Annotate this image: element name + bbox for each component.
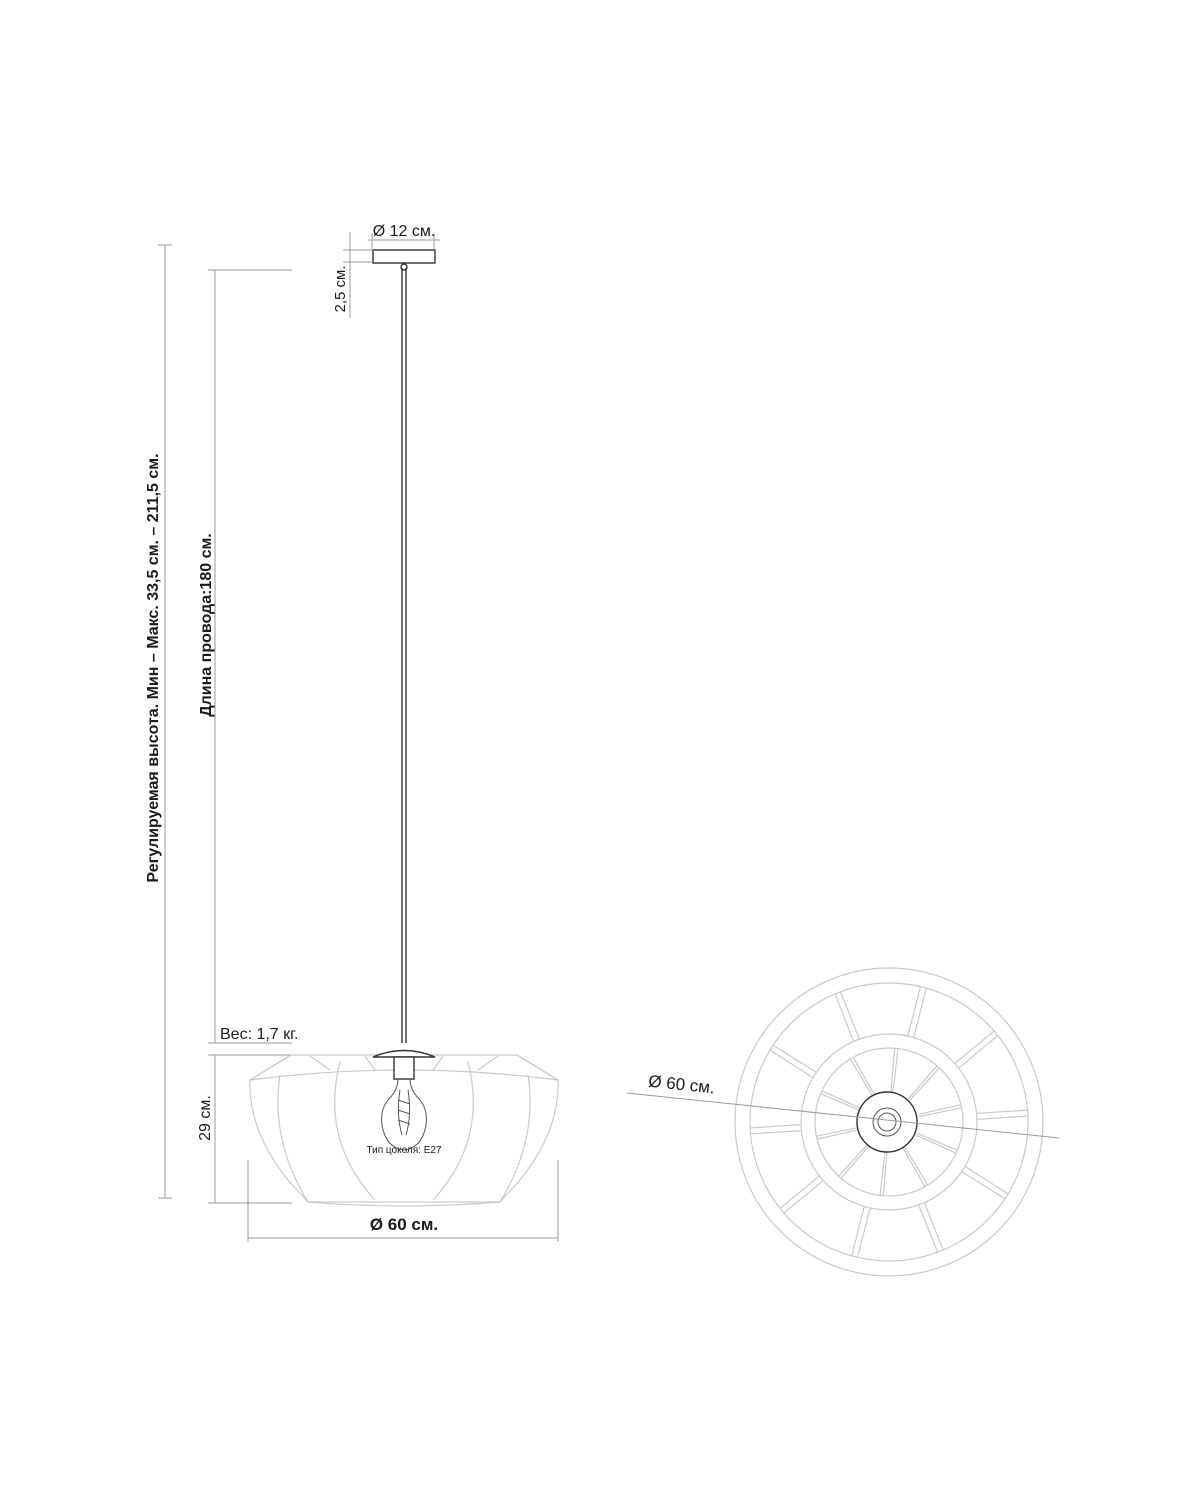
socket-type-label: Тип цоколя: E27 (366, 1145, 441, 1156)
inner-rib-1 (907, 1065, 940, 1101)
shade-diameter-label-top: Ø 60 см. (648, 1072, 716, 1098)
shade-diameter-label-side: Ø 60 см. (370, 1215, 438, 1234)
inner-rib-0 (890, 1048, 899, 1093)
inner-rib-7 (816, 1126, 861, 1140)
shade-height-label: 29 см. (197, 1095, 214, 1141)
inner-rib-2 (917, 1104, 962, 1118)
outer-rib-2 (976, 1109, 1028, 1121)
outer-rib-1 (954, 1030, 999, 1069)
canopy-height-dimension: 2,5 см. (332, 232, 372, 318)
outer-rib-8 (769, 1044, 817, 1079)
inner-rib-3 (915, 1132, 958, 1154)
cord-length-dimension: Длина провода:180 см. (198, 269, 292, 1044)
shade-diameter-dimension-side: Ø 60 см. (247, 1160, 559, 1242)
overall-height-dimension: Регулируемая высота. Мин – Макс. 33,5 см… (145, 244, 172, 1199)
shade-height-dimension: 29 см. (197, 1054, 292, 1204)
lamp-shade-top-view (734, 967, 1044, 1277)
inner-rib-5 (879, 1151, 888, 1196)
power-cord (401, 268, 407, 1043)
outer-rib-4 (918, 1202, 944, 1253)
outer-rib-7 (750, 1123, 802, 1135)
outer-rib-5 (851, 1206, 871, 1258)
outer-rib-6 (779, 1175, 824, 1214)
inner-rib-9 (849, 1057, 876, 1097)
inner-rib-4 (902, 1147, 929, 1187)
lamp-holder-and-bulb (372, 1049, 436, 1151)
outer-rib-9 (834, 991, 860, 1042)
weight-label: Вес: 1,7 кг. (220, 1026, 298, 1043)
cord-length-label: Длина провода:180 см. (198, 533, 215, 717)
adjustable-height-label: Регулируемая высота. Мин – Макс. 33,5 см… (145, 453, 162, 882)
canopy-height-label: 2,5 см. (332, 266, 349, 313)
outer-rib-0 (907, 986, 927, 1038)
inner-rib-8 (820, 1090, 863, 1112)
canopy-diameter-label: Ø 12 см. (373, 223, 436, 240)
ceiling-canopy (372, 249, 436, 271)
canopy-diameter-dimension: Ø 12 см. (368, 223, 440, 249)
outer-rib-3 (961, 1165, 1009, 1200)
shade-diameter-dimension-top: Ø 60 см. (626, 1072, 1060, 1139)
inner-rib-6 (838, 1143, 871, 1179)
